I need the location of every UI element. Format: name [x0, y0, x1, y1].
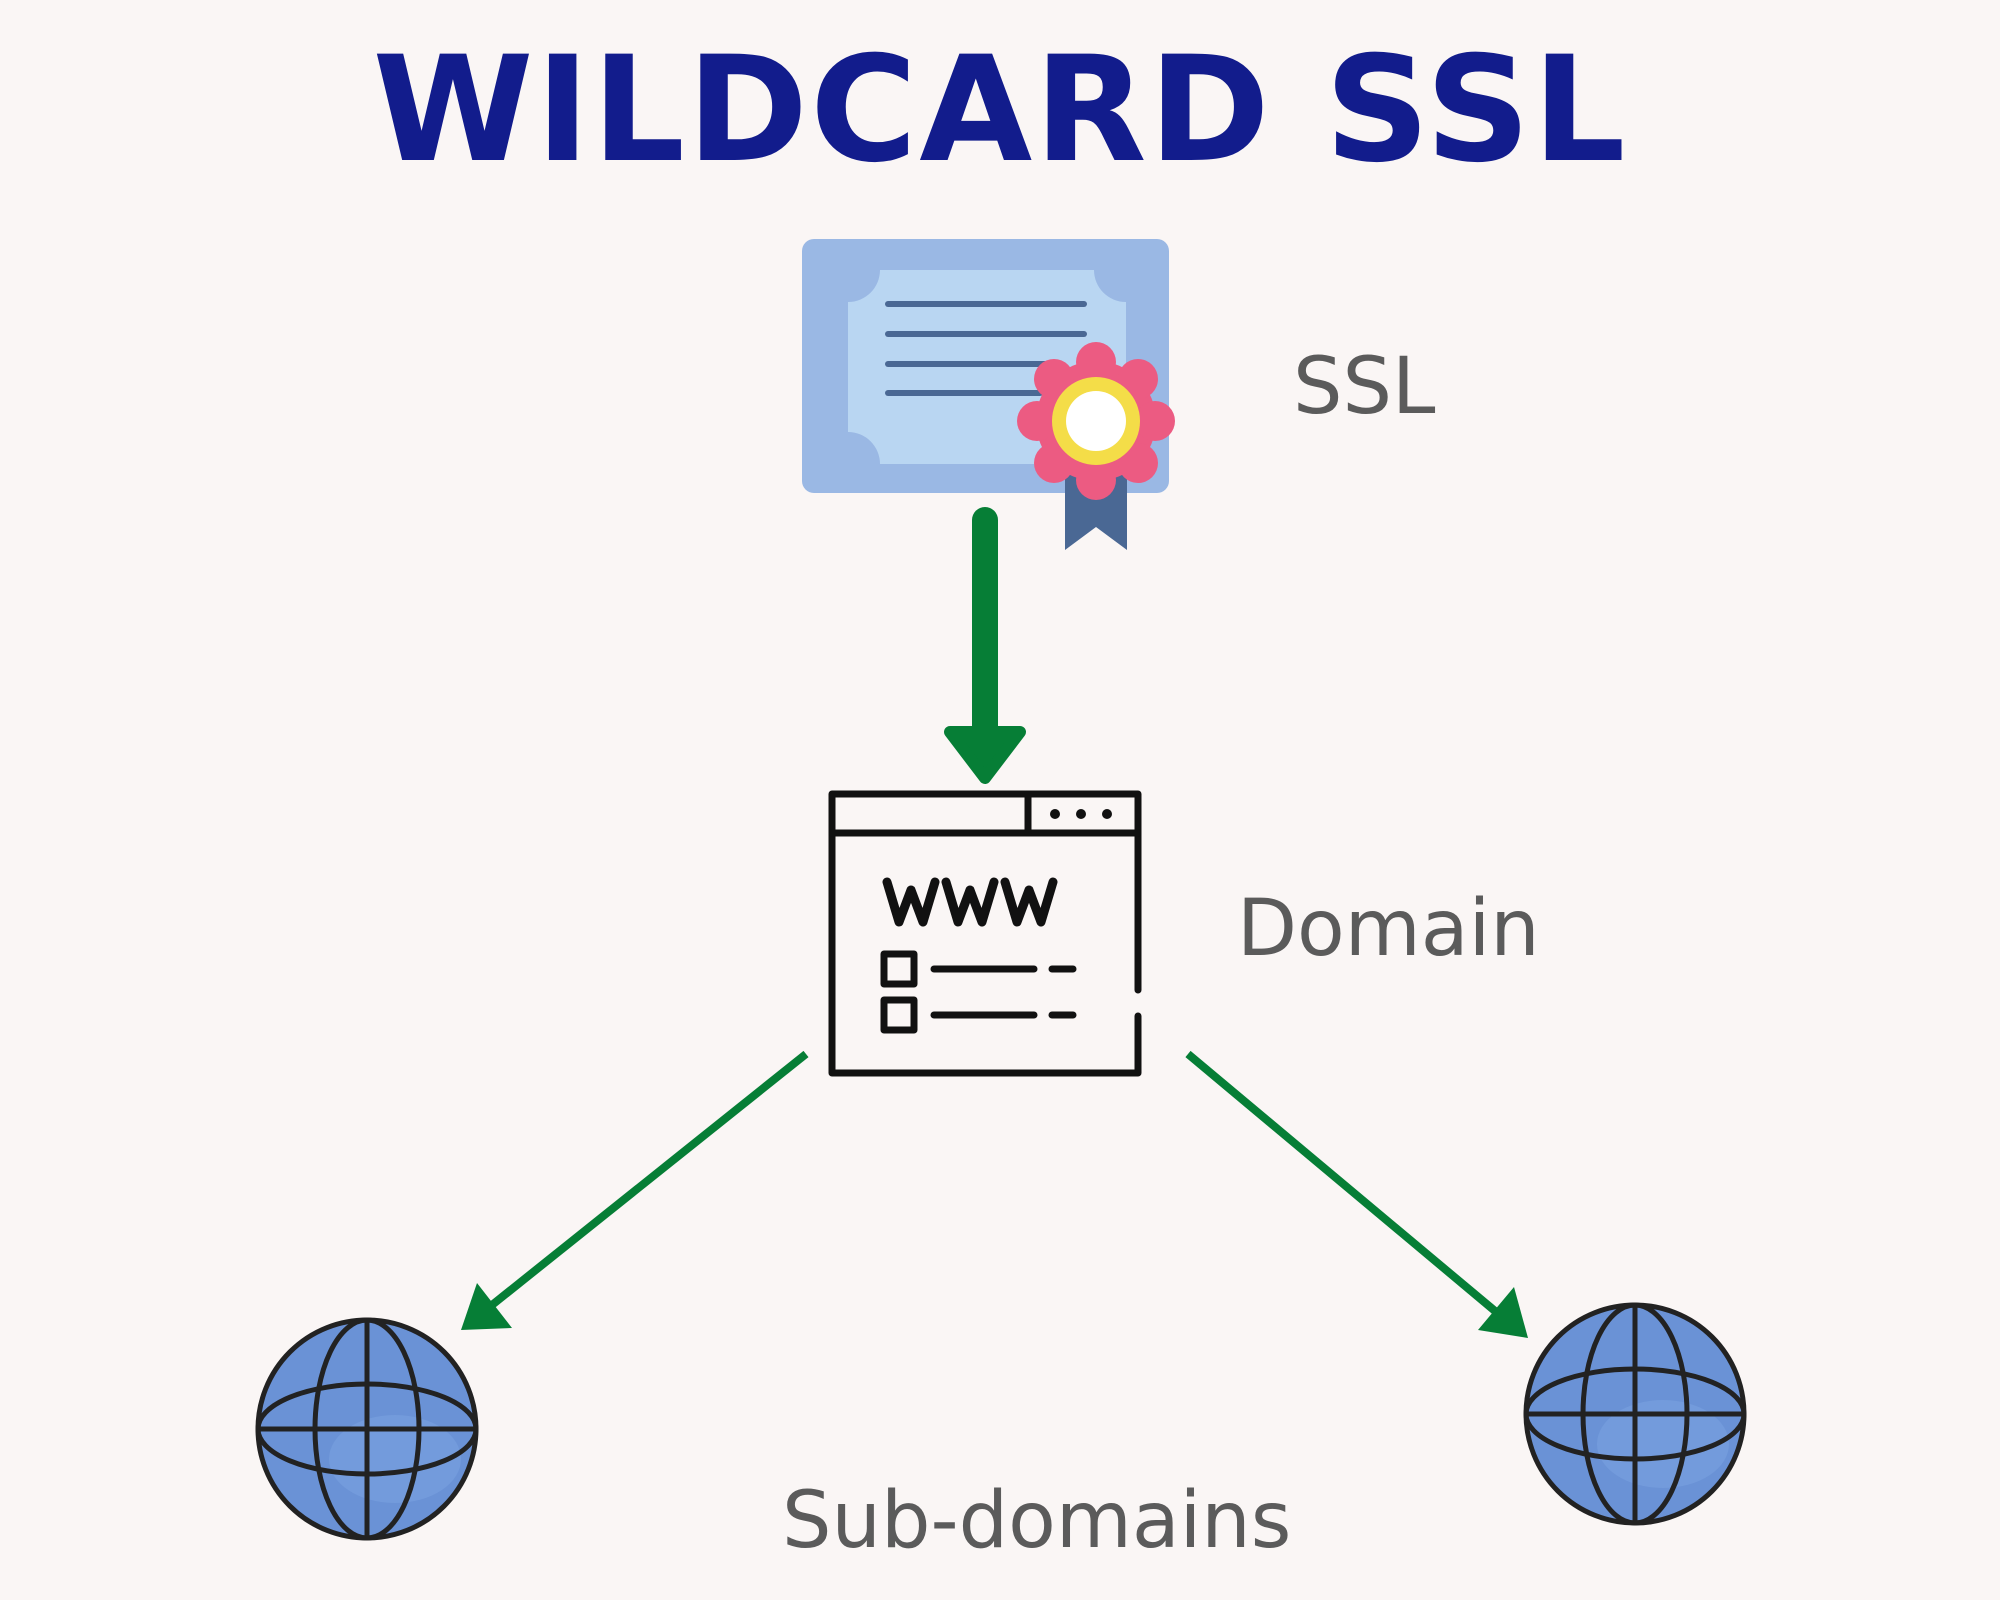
www-text-glyph — [882, 877, 1058, 927]
window-dots — [1050, 809, 1112, 819]
ssl-label: SSL — [1293, 342, 1436, 432]
arrow-ssl-to-domain — [944, 507, 1026, 784]
certificate-text-lines — [885, 301, 1087, 396]
seal-icon — [1017, 342, 1175, 500]
arrow-domain-to-subdomain-right — [1185, 1050, 1528, 1338]
arrow-domain-to-subdomain-left — [461, 1050, 809, 1330]
www-browser-window-icon — [828, 790, 1142, 1077]
globe-icon — [255, 1317, 479, 1541]
page-title: WILDCARD SSL — [372, 25, 1628, 195]
ssl-certificate-icon — [802, 239, 1175, 550]
subdomains-label: Sub-domains — [782, 1476, 1292, 1566]
checkbox-list — [880, 950, 1077, 1034]
globe-icon — [1523, 1302, 1747, 1526]
domain-label: Domain — [1237, 884, 1540, 974]
